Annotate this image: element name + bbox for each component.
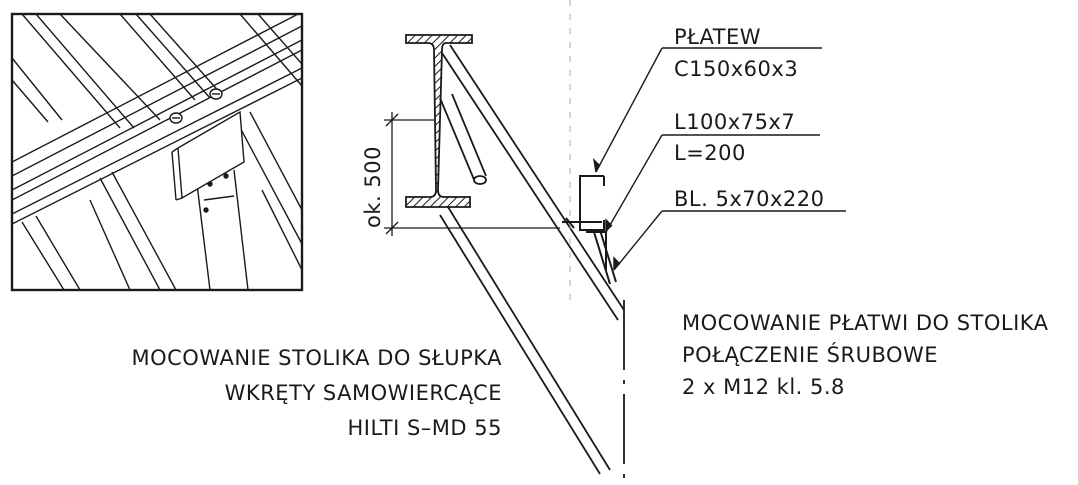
right-note-line-1: MOCOWANIE PŁATWI DO STOLIKA [682, 311, 1049, 335]
dimension-label: ok. 500 [361, 146, 385, 228]
left-note-line-3: HILTI S–MD 55 [347, 416, 502, 440]
purlin-title-label: PŁATEW [674, 25, 761, 49]
left-note-line-1: MOCOWANIE STOLIKA DO SŁUPKA [132, 346, 503, 370]
left-note-line-2: WKRĘTY SAMOWIERCĄCE [225, 381, 502, 405]
angle-section-label: L100x75x7 [674, 110, 795, 134]
right-note: MOCOWANIE PŁATWI DO STOLIKA POŁĄCZENIE Ś… [682, 311, 1049, 399]
isometric-detail-view [10, 12, 304, 292]
rafter-line [439, 44, 625, 475]
angle-length-label: L=200 [674, 141, 746, 165]
right-note-line-3: 2 x M12 kl. 5.8 [682, 375, 845, 399]
dimension-ok-500 [384, 112, 560, 236]
right-note-line-2: POŁĄCZENIE ŚRUBOWE [682, 342, 938, 367]
leader-lines [592, 47, 846, 271]
purlin-section-label: C150x60x3 [674, 57, 798, 81]
left-note: MOCOWANIE STOLIKA DO SŁUPKA WKRĘTY SAMOW… [132, 346, 503, 440]
brace-pipe [439, 93, 487, 185]
plate-label: BL. 5x70x220 [674, 187, 824, 211]
detail-frame [10, 12, 304, 292]
i-beam-section [405, 34, 473, 208]
